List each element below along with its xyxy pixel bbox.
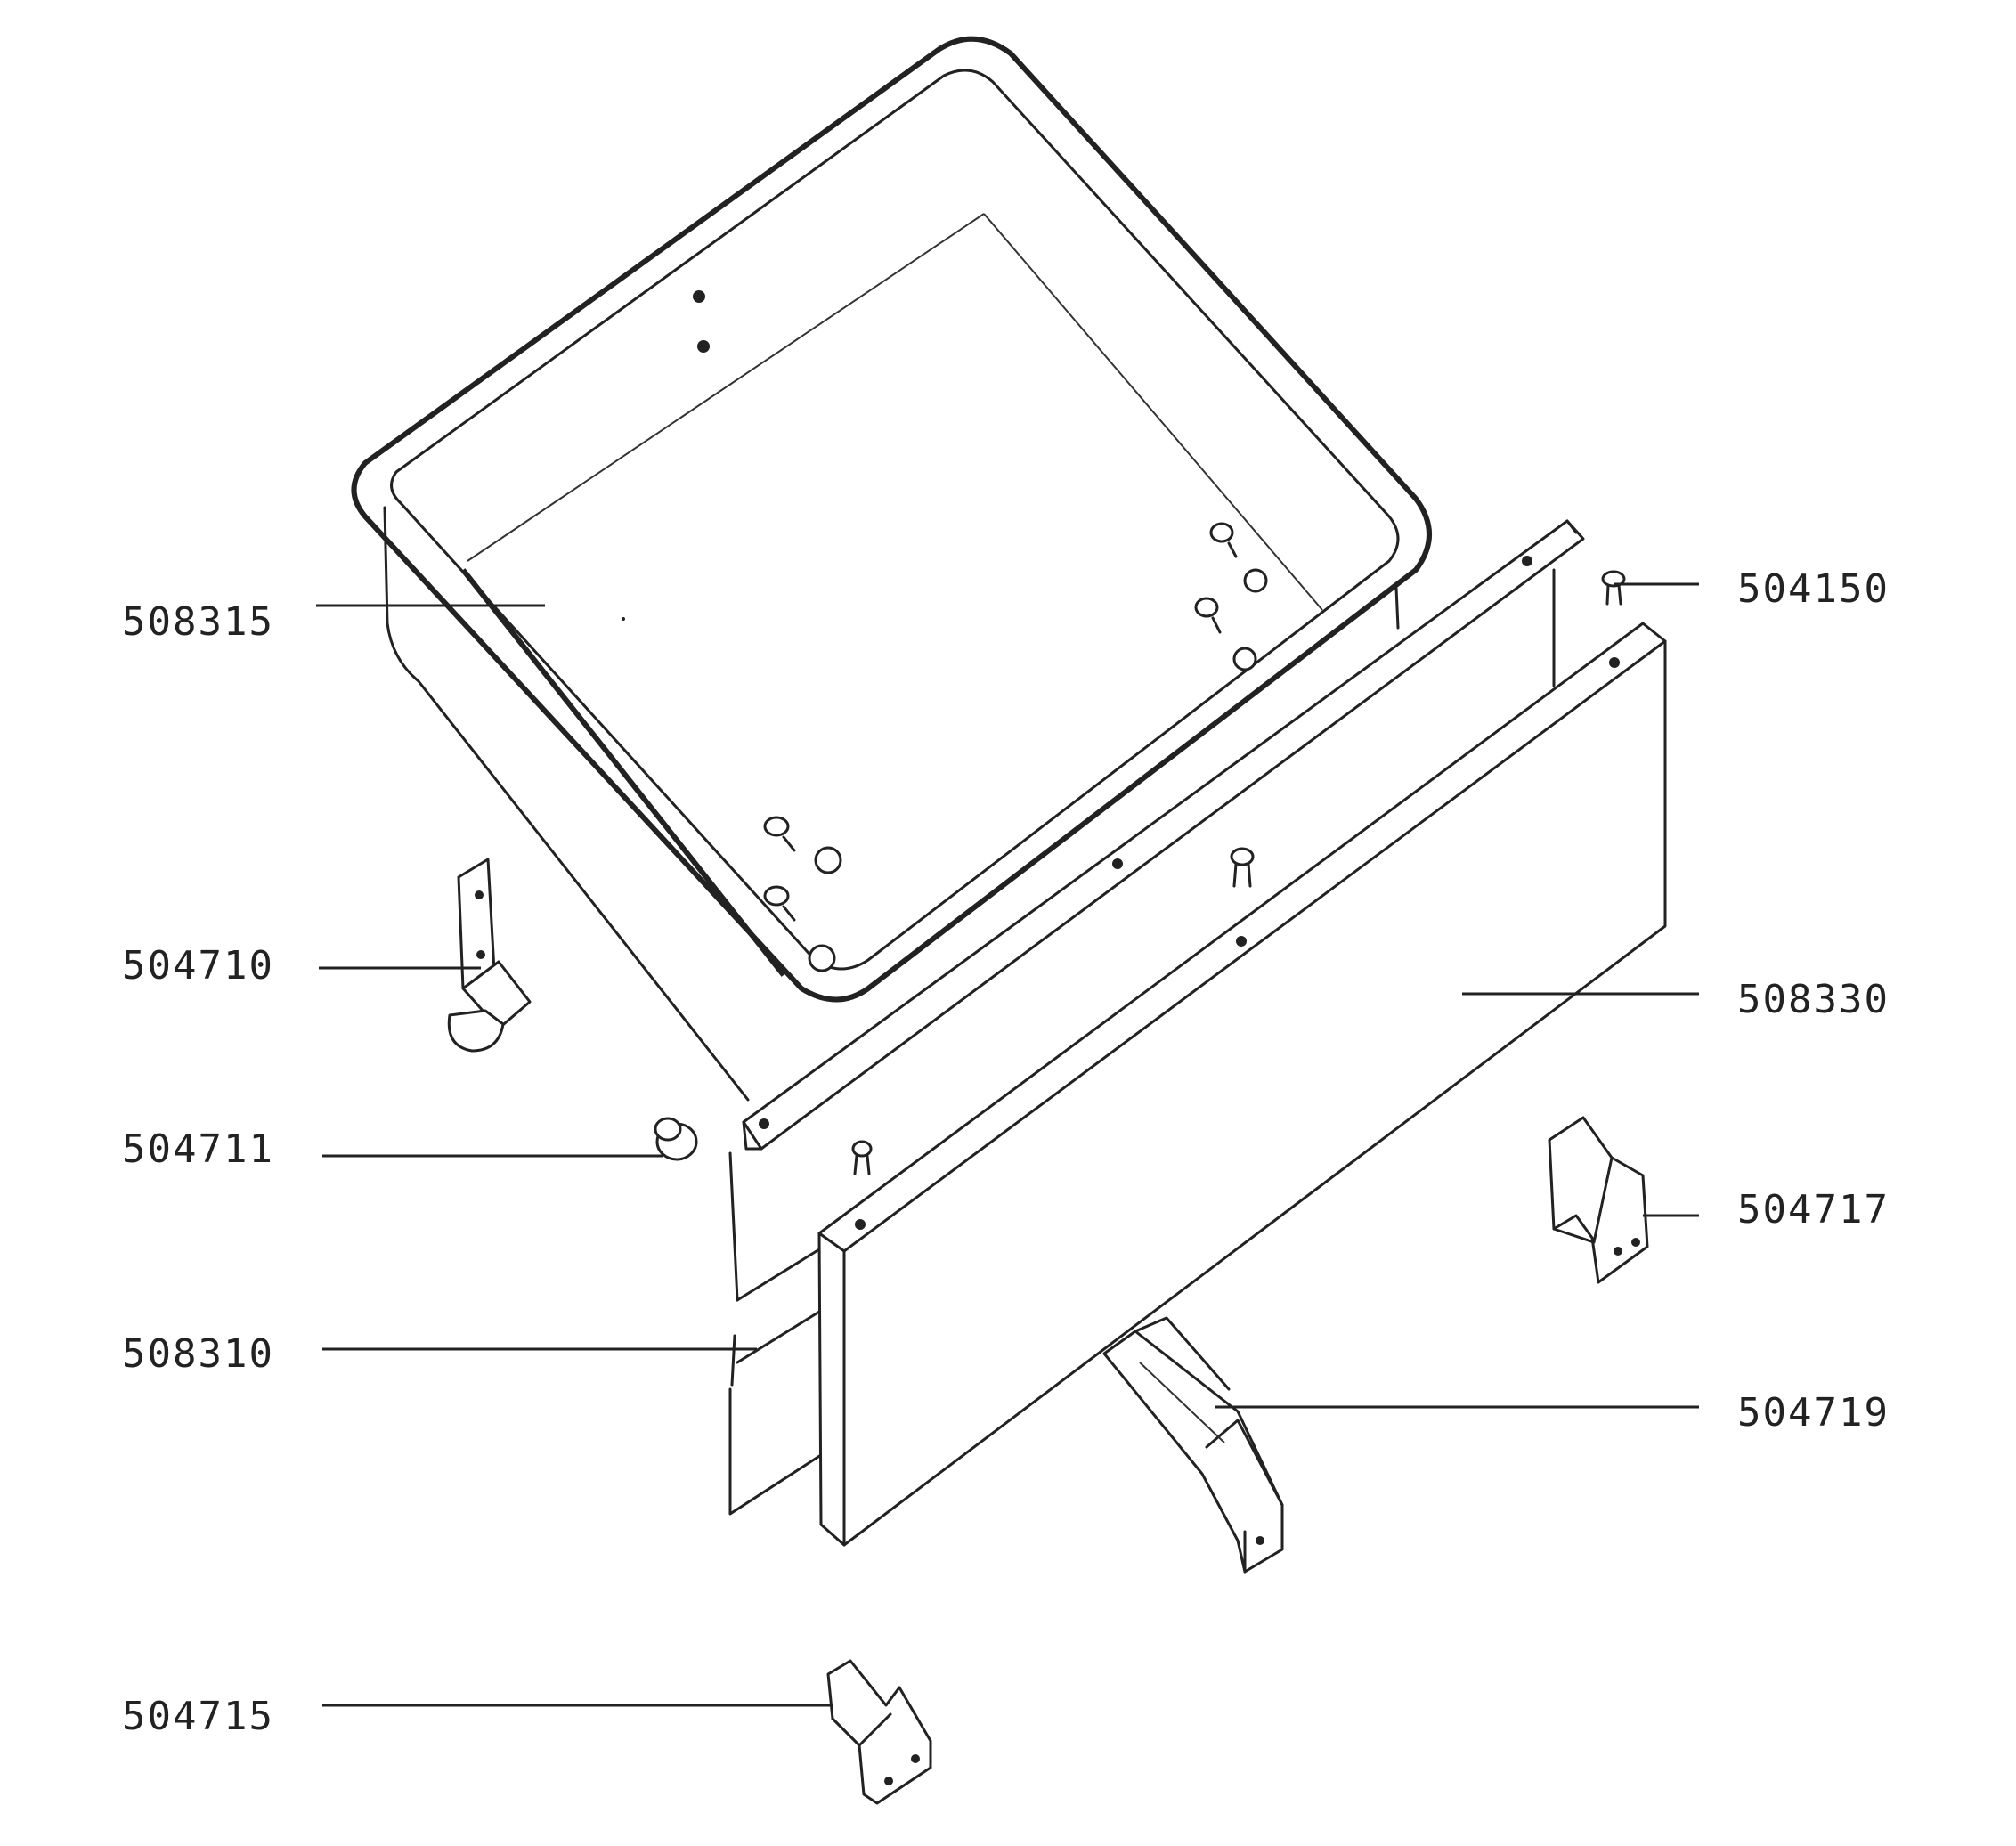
- rail-pin: [851, 1140, 873, 1175]
- part-label-508330: 508330: [1737, 977, 1890, 1022]
- leader-lines: [316, 582, 1699, 1707]
- stud-fasteners: [763, 522, 1268, 972]
- part-label-508315: 508315: [122, 599, 274, 645]
- part-label-504711: 504711: [122, 1126, 274, 1172]
- tub-body-508315: [351, 36, 1432, 1102]
- bracket-504719: [1102, 1316, 1284, 1574]
- part-label-504719: 504719: [1737, 1390, 1890, 1435]
- part-label-504150: 504150: [1737, 566, 1890, 612]
- slide-rail-508310: [728, 519, 1585, 1516]
- pin-504150: [1601, 570, 1626, 606]
- part-label-504715: 504715: [122, 1694, 274, 1739]
- part-label-508310: 508310: [122, 1331, 274, 1377]
- front-panel-508330: [817, 622, 1667, 1547]
- part-label-504710: 504710: [122, 943, 274, 988]
- panel-pin: [1230, 847, 1255, 888]
- hinge-504710: [447, 858, 532, 1053]
- roller-504711: [654, 1117, 698, 1161]
- part-labels: 508315 504150 504710 508330 504711 50471…: [122, 566, 1890, 1739]
- part-label-504717: 504717: [1737, 1187, 1890, 1232]
- bracket-504717: [1548, 1116, 1649, 1284]
- bracket-504715: [826, 1659, 932, 1805]
